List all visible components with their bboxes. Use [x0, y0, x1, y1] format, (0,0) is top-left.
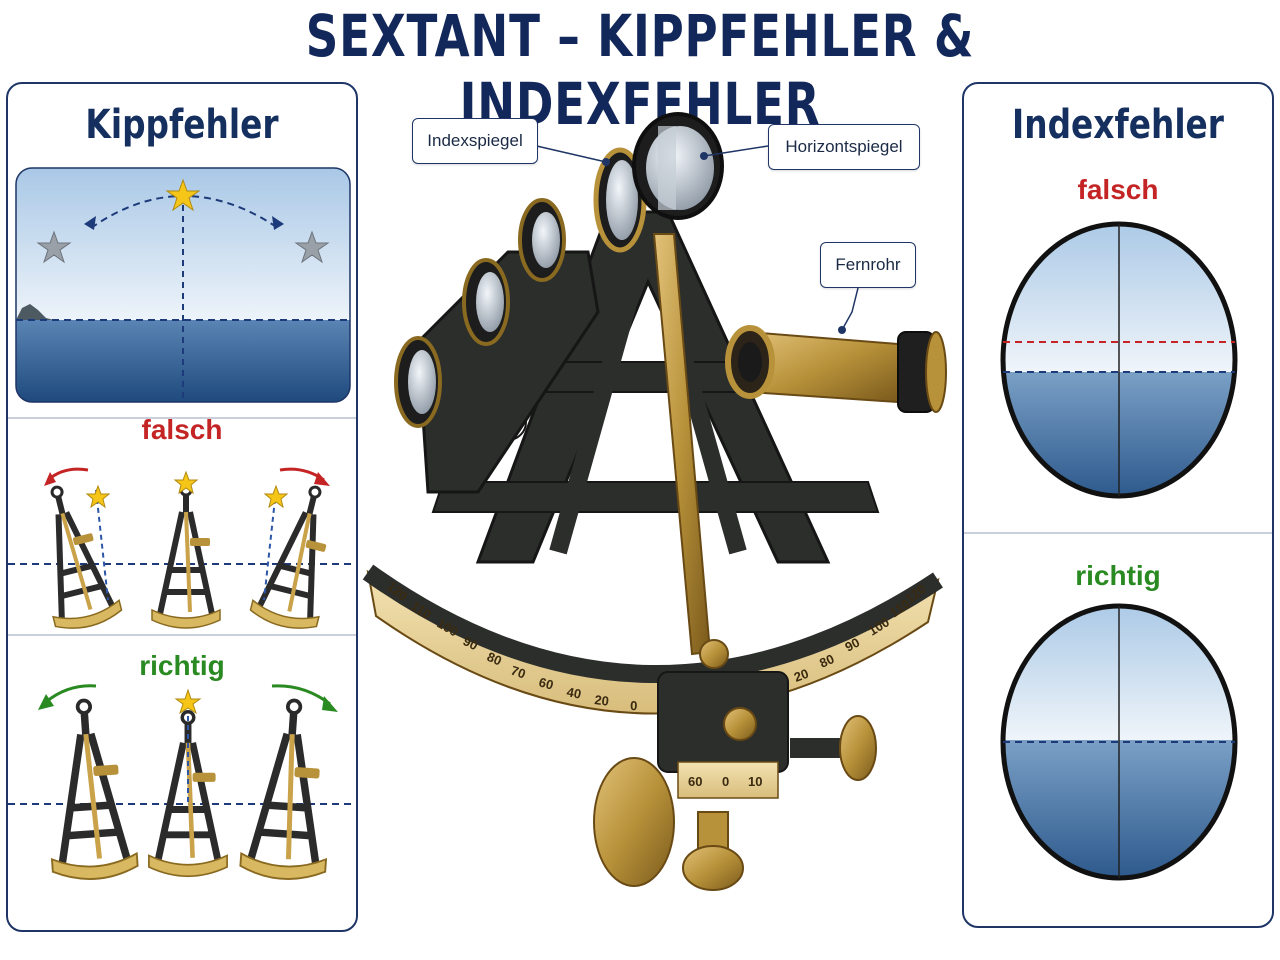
rotate-arrow-right-icon	[322, 696, 338, 712]
tilt-arrow-right-icon	[314, 472, 330, 486]
kippfehler-title: Kippfehler	[85, 102, 279, 148]
index-mirror-callout: Indexspiegel	[412, 118, 538, 164]
svg-text:20: 20	[792, 666, 811, 685]
svg-text:60: 60	[537, 674, 555, 692]
kippfehler-right-label: richtig	[139, 650, 225, 681]
kippfehler-wrong-row	[8, 467, 356, 620]
tilt-arrow-left-icon	[44, 472, 56, 486]
svg-text:70: 70	[509, 663, 528, 682]
svg-text:20: 20	[594, 692, 610, 709]
horizon-mirror	[632, 112, 724, 220]
indexfehler-panel: Indexfehler falsch richtig	[962, 82, 1274, 928]
arc-arrowhead-left	[84, 216, 96, 230]
svg-text:0: 0	[722, 774, 729, 789]
svg-text:60: 60	[688, 774, 702, 789]
star-icon	[174, 688, 202, 715]
indexfehler-wrong-view	[1000, 221, 1238, 499]
sextant-illustration: 120 110 100 90 80 70 60 40 20 0 50 20 80…	[362, 112, 947, 891]
shade-filter	[518, 198, 566, 282]
star-icon	[294, 230, 330, 264]
indexfehler-title: Indexfehler	[1012, 102, 1224, 148]
svg-text:90: 90	[842, 635, 862, 655]
shade-filter	[462, 258, 510, 346]
vernier-assembly: 60 0 10	[593, 671, 877, 891]
svg-text:80: 80	[817, 651, 836, 671]
rotate-arrow-left-icon	[38, 694, 54, 710]
page-title: SEXTANT – KIPPFEHLER & INDEXFEHLER	[305, 2, 975, 138]
micrometer-drum	[839, 715, 877, 781]
star-icon	[263, 484, 289, 509]
indexfehler-right-label: richtig	[1075, 560, 1161, 591]
adjustment-knob	[682, 845, 744, 891]
svg-text:80: 80	[485, 649, 504, 668]
kippfehler-divider-top	[8, 417, 356, 419]
telescope	[725, 325, 947, 413]
island-shape	[16, 304, 54, 320]
kippfehler-panel: Kippfehler falsch	[6, 82, 358, 932]
star-icon	[85, 484, 111, 509]
svg-text:90: 90	[461, 633, 481, 653]
svg-text:10: 10	[748, 774, 762, 789]
indexfehler-wrong-label: falsch	[1077, 174, 1159, 205]
star-icon	[36, 230, 72, 264]
star-icon	[165, 178, 201, 212]
kippfehler-wrong-label: falsch	[141, 414, 223, 445]
telescope-callout: Fernrohr	[820, 242, 916, 288]
horizon-mirror-callout: Horizontspiegel	[768, 124, 920, 170]
indexfehler-right-view	[1000, 603, 1238, 881]
svg-text:40: 40	[565, 684, 582, 701]
indexfehler-divider	[964, 532, 1272, 534]
arc-arrowhead-right	[272, 216, 284, 230]
shade-filter	[394, 336, 442, 428]
star-icon	[173, 470, 199, 495]
sextant-frame	[475, 210, 831, 564]
kippfehler-sea-scene	[15, 167, 351, 403]
index-mirror	[593, 147, 647, 253]
kippfehler-right-row	[8, 684, 356, 882]
svg-text:0: 0	[630, 698, 638, 713]
kippfehler-divider-bottom	[8, 634, 356, 636]
